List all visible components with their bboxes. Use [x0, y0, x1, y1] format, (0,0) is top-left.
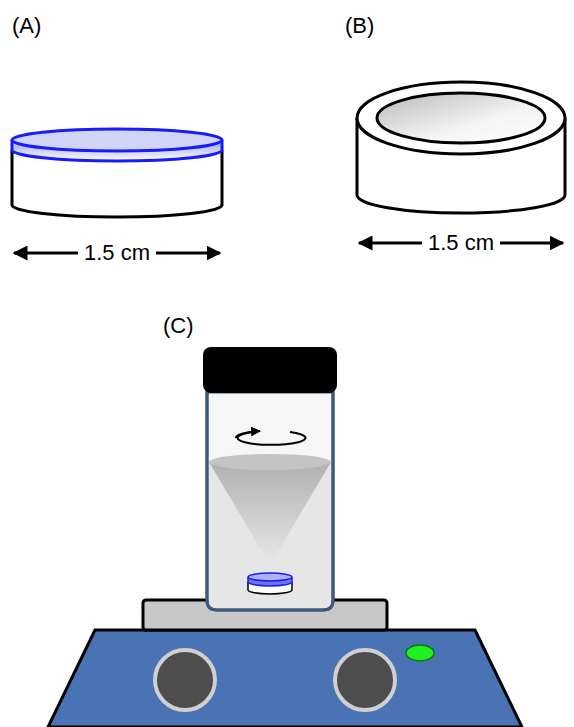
panel-label: (A) [12, 14, 41, 38]
sample-holder-a [12, 129, 222, 217]
ring-b [357, 82, 565, 213]
vial [203, 347, 337, 610]
panel-label: (B) [345, 14, 374, 38]
panel-label: (C) [163, 314, 194, 338]
stir-plate [48, 600, 522, 727]
dimension-label: 1.5 cm [422, 231, 500, 255]
dimension-label: 1.5 cm [78, 241, 156, 265]
